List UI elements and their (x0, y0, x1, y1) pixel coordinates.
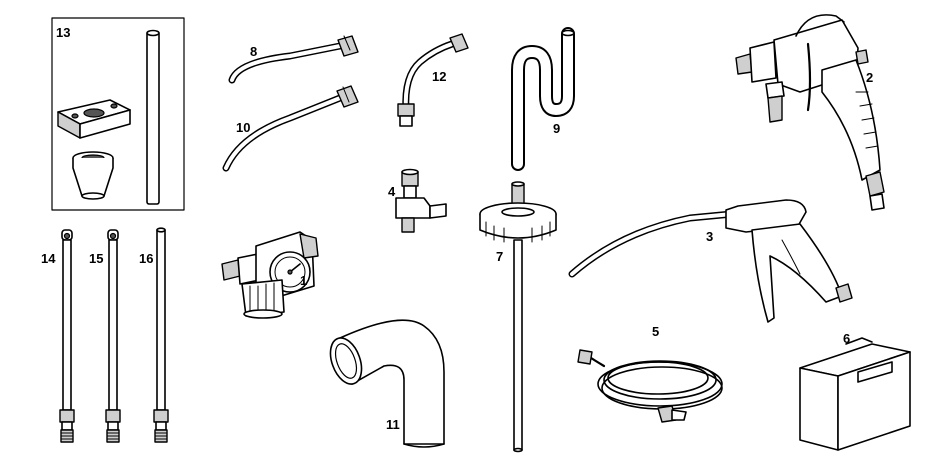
part-4-fitting (395, 168, 447, 233)
part-7-lid (479, 181, 557, 453)
part-3-blow-gun (568, 199, 853, 323)
label-part-4: 4 (388, 184, 396, 199)
label-part-12: 12 (432, 69, 446, 84)
part-1-regulator (221, 231, 319, 319)
part-5-coiled-hose (577, 349, 723, 423)
part-11-elbow (329, 319, 445, 448)
part-9-trap-tube (511, 27, 575, 171)
part-13-nozzle (72, 151, 114, 200)
part-2-spray-gun (735, 14, 885, 211)
part-12-hose (397, 33, 469, 127)
label-part-9: 9 (553, 121, 560, 136)
part-10-hose (222, 85, 359, 172)
part-8-hose (228, 35, 359, 84)
part-13-tube (146, 29, 160, 205)
part-13-pad (57, 99, 131, 139)
part-13-kit (51, 17, 185, 211)
label-part-7: 7 (496, 249, 503, 264)
part-6-case (799, 337, 911, 451)
label-part-3: 3 (706, 229, 713, 244)
part-14-tube (59, 229, 75, 443)
label-part-14: 14 (41, 251, 56, 266)
label-part-6: 6 (843, 331, 850, 346)
part-15-tube (105, 229, 121, 443)
label-part-11: 11 (386, 417, 400, 432)
label-part-2: 2 (866, 70, 873, 85)
label-part-15: 15 (89, 251, 103, 266)
part-labels: 1 2 3 4 5 6 7 8 9 10 11 12 13 14 15 16 (41, 25, 873, 432)
label-part-1: 1 (300, 273, 307, 288)
label-part-5: 5 (652, 324, 659, 339)
part-16-tube (153, 227, 169, 443)
label-part-13: 13 (56, 25, 70, 40)
label-part-8: 8 (250, 44, 257, 59)
label-part-10: 10 (236, 120, 250, 135)
label-part-16: 16 (139, 251, 153, 266)
